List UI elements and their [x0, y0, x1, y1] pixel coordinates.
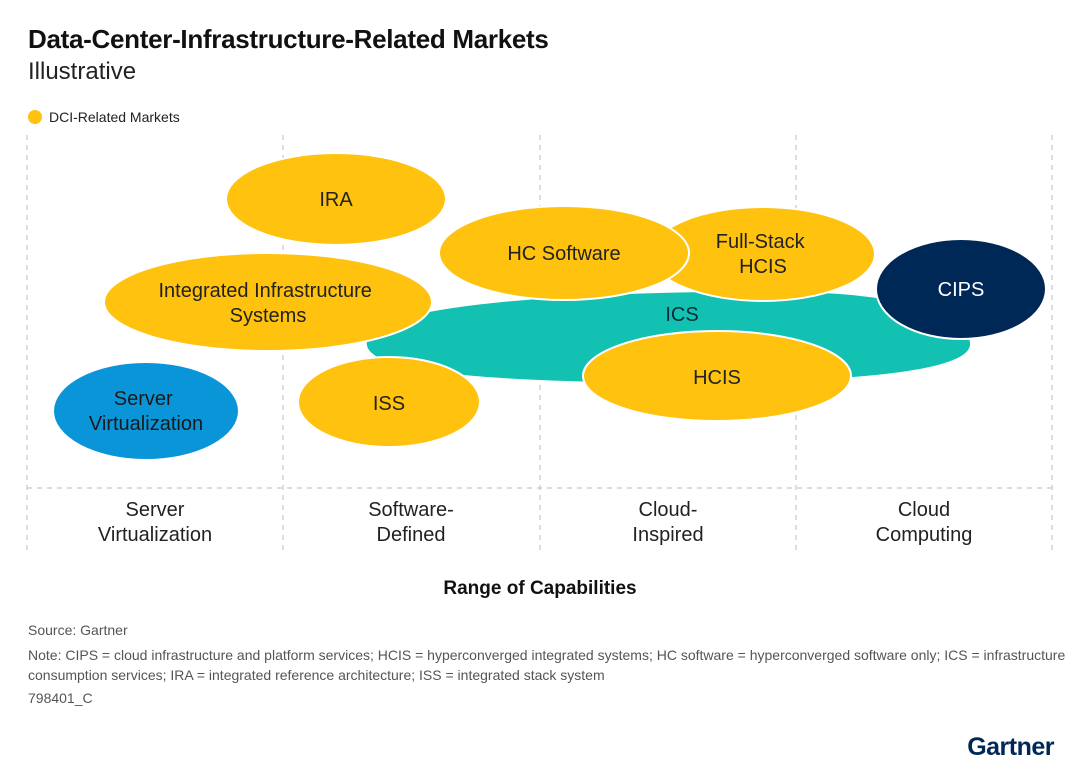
x-axis-label: Range of Capabilities — [443, 578, 637, 599]
legend-dot-icon — [28, 110, 42, 124]
svg-text:Integrated Infrastructure: Integrated Infrastructure Systems — [158, 280, 377, 327]
category-line2: Inspired — [632, 524, 704, 546]
bubble-cips: CIPS — [875, 238, 1047, 340]
bubble-ira-label: IRA — [319, 189, 353, 211]
category-line1: Software- — [368, 499, 454, 521]
category-cloud-inspired: Cloud- Inspired — [540, 498, 796, 548]
note-text: Note: CIPS = cloud infrastructure and pl… — [28, 647, 1066, 683]
bubble-hcis-label: HCIS — [693, 367, 741, 389]
page-subtitle: Illustrative — [28, 58, 137, 85]
legend: DCI-Related Markets — [28, 109, 180, 125]
bubble-ira: IRA — [225, 152, 447, 246]
bubble-full-stack-hcis: Full-Stack HCIS — [650, 206, 876, 302]
svg-text:ISS: ISS — [373, 393, 405, 415]
category-server-virtualization: Server Virtualization — [27, 498, 283, 548]
svg-text:HC Software: HC Software — [507, 243, 620, 265]
svg-text:Server Virtualization: Server Virtualization — [89, 388, 203, 435]
bubble-hc-software-label: HC Software — [507, 243, 620, 265]
page-title: Data-Center-Infrastructure-Related Marke… — [28, 24, 549, 54]
category-line2: Computing — [875, 524, 973, 546]
category-line1: Server — [125, 499, 185, 521]
bubble-integrated-label-line1: Integrated Infrastructure — [158, 280, 371, 302]
category-line1: Cloud — [897, 499, 951, 521]
document-id: 798401_C — [28, 690, 93, 706]
bubble-hcis: HCIS — [582, 330, 852, 422]
bubble-integrated-shape — [103, 252, 433, 352]
bubble-full-stack-label-line1: Full-Stack — [716, 231, 806, 253]
category-line2: Virtualization — [97, 524, 213, 546]
bubble-server-virt-label-line1: Server — [114, 388, 173, 410]
grid-lines — [26, 135, 1053, 552]
category-line1: Cloud- — [638, 499, 698, 521]
bubble-full-stack-label-line2: HCIS — [739, 256, 787, 278]
category-cloud-computing: Cloud Computing — [796, 498, 1052, 548]
category-line2: Defined — [376, 524, 446, 546]
bubble-hc-software: HC Software — [438, 205, 690, 301]
bubble-server-virt-label-line2: Virtualization — [89, 413, 203, 435]
gartner-logo: Gartner — [967, 733, 1054, 761]
svg-text:ICS: ICS — [665, 304, 698, 326]
bubble-integrated-infrastructure: Integrated Infrastructure Systems — [103, 252, 433, 352]
bubble-iss-label: ISS — [373, 393, 405, 415]
bubble-ics-label: ICS — [665, 304, 698, 326]
bubble-server-virtualization: Server Virtualization — [52, 361, 240, 461]
source-text: Source: Gartner — [28, 622, 128, 638]
bubble-integrated-label-line2: Systems — [230, 305, 307, 327]
bubble-server-virt-shape — [52, 361, 240, 461]
bubble-cips-shape — [875, 238, 1047, 340]
legend-label: DCI-Related Markets — [49, 109, 180, 125]
bubble-ira-shape — [225, 152, 447, 246]
bubble-hc-software-shape — [438, 205, 690, 301]
bubble-iss: ISS — [297, 356, 481, 448]
svg-text:IRA: IRA — [319, 189, 353, 211]
bubble-cips-label: CIPS — [938, 279, 985, 301]
category-software-defined: Software- Defined — [283, 498, 539, 548]
svg-text:CIPS: CIPS — [938, 279, 985, 301]
svg-text:HCIS: HCIS — [693, 367, 741, 389]
bubble-iss-shape — [297, 356, 481, 448]
svg-text:Full-Stack HCIS: Full-Stack HCIS — [716, 231, 810, 278]
bubble-hcis-shape — [582, 330, 852, 422]
